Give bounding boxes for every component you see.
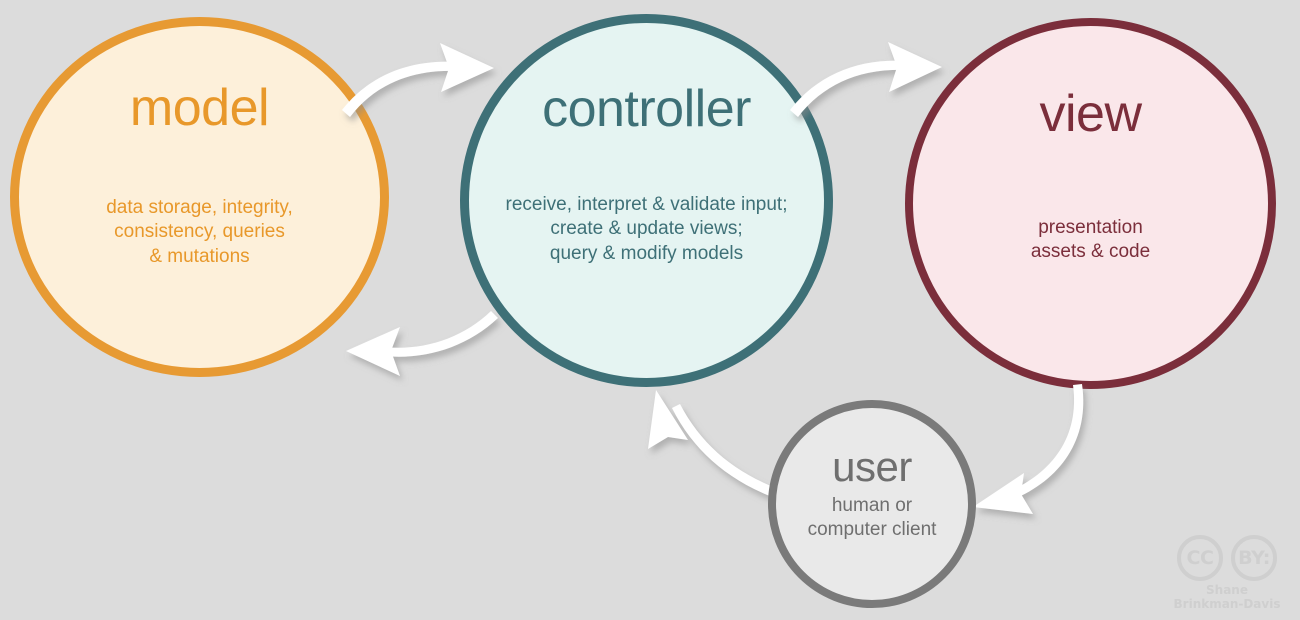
- cc-marks: CC BY:: [1166, 535, 1288, 582]
- creative-commons-icon: CC: [1177, 535, 1223, 582]
- node-user-title: user: [832, 443, 912, 490]
- creative-commons-attribution: CC BY: Shane Brinkman-Davis: [1166, 535, 1288, 612]
- node-view-description: presentation assets & code: [1030, 217, 1151, 263]
- node-user[interactable]: user human or computer client: [768, 400, 976, 608]
- node-model-title: model: [129, 79, 270, 137]
- node-controller-description: receive, interpret & validate input; cre…: [505, 194, 788, 264]
- node-user-description: human or computer client: [807, 495, 937, 541]
- node-model-description: data storage, integrity, consistency, qu…: [106, 197, 293, 267]
- attribution-author: Shane Brinkman-Davis: [1173, 583, 1281, 612]
- node-view[interactable]: view presentation assets & code: [905, 18, 1276, 389]
- arrow-view-to-user: [973, 384, 1084, 514]
- node-controller-title: controller: [542, 80, 751, 138]
- arrow-user-to-controller: [648, 390, 784, 500]
- node-controller[interactable]: controller receive, interpret & validate…: [460, 14, 833, 387]
- arrow-controller-to-model: [346, 311, 498, 376]
- cc-by-icon: BY:: [1231, 535, 1277, 582]
- arrow-controller-to-view: [790, 42, 942, 117]
- node-view-title: view: [1039, 85, 1142, 143]
- arrow-model-to-controller: [342, 43, 494, 117]
- node-model[interactable]: model data storage, integrity, consisten…: [10, 17, 389, 377]
